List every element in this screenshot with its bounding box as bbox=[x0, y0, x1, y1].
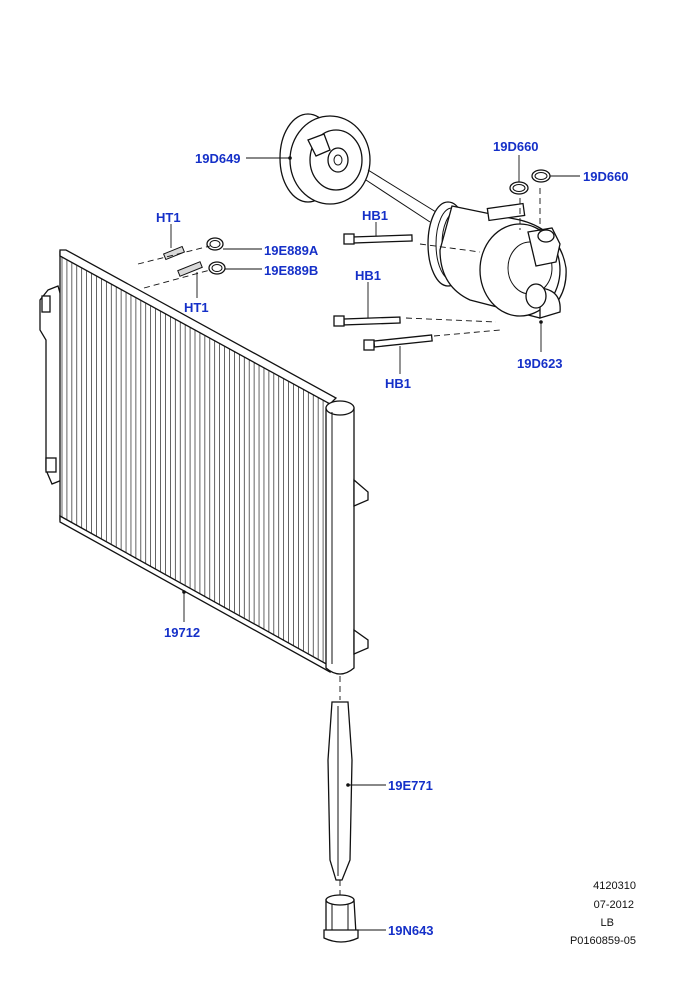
callout-bolt-top: HB1 bbox=[362, 208, 389, 223]
drier-plug bbox=[323, 894, 386, 943]
callout-bolt-mid: HB1 bbox=[355, 268, 382, 283]
callout-o-ring-right: 19D660 bbox=[583, 169, 629, 184]
callout-o-ring-top: 19D660 bbox=[493, 139, 539, 154]
condenser-fins bbox=[61, 253, 329, 668]
callout-seal-top: 19E889A bbox=[264, 243, 319, 258]
o-rings bbox=[509, 155, 580, 195]
callout-drier-plug: 19N643 bbox=[388, 923, 434, 938]
footer-ref: 4120310 bbox=[593, 880, 636, 892]
footer-part-code: P0160859-05 bbox=[569, 935, 636, 947]
condenser bbox=[39, 249, 369, 675]
callout-baffle: 19E771 bbox=[388, 778, 433, 793]
footer-date: 07-2012 bbox=[593, 899, 634, 911]
bolts bbox=[333, 222, 433, 374]
callout-pulley: 19D649 bbox=[195, 151, 241, 166]
callout-compressor: 19D623 bbox=[517, 356, 563, 371]
compressor bbox=[405, 188, 567, 352]
callout-stud-bottom: HT1 bbox=[184, 300, 209, 315]
footer-region: LB bbox=[600, 917, 614, 929]
callout-bolt-bottom: HB1 bbox=[385, 376, 412, 391]
baffle bbox=[327, 676, 386, 896]
callout-condenser: 19712 bbox=[164, 625, 201, 640]
callout-stud-top: HT1 bbox=[156, 210, 181, 225]
studs-and-seals bbox=[137, 224, 262, 298]
pulley bbox=[246, 113, 437, 223]
callout-seal-bottom: 19E889B bbox=[264, 263, 319, 278]
